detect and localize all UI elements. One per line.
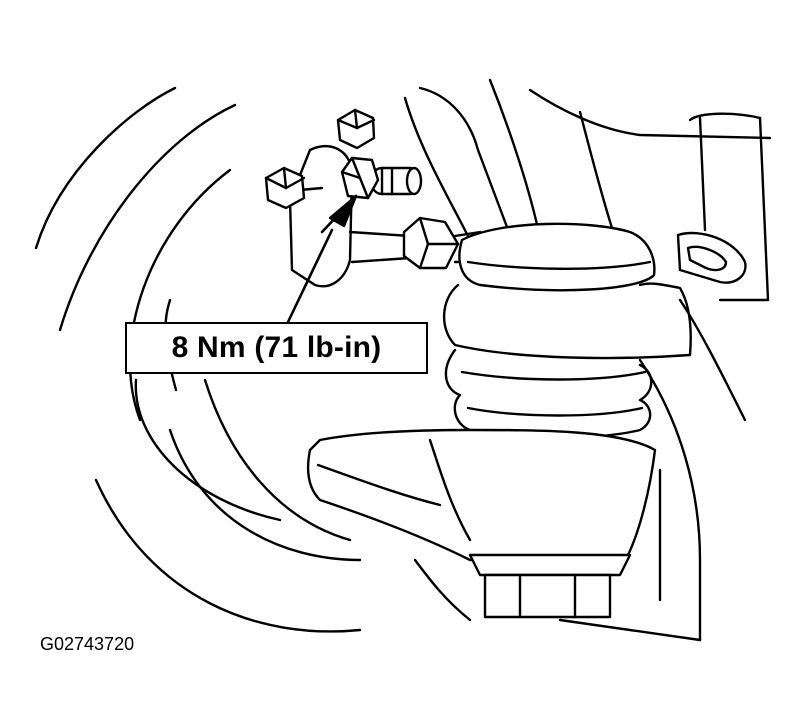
hex-bolt-top xyxy=(336,108,376,150)
wheel-arcs xyxy=(34,86,362,633)
torque-spec-label: 8 Nm (71 lb-in) xyxy=(125,322,428,374)
arrow-icon xyxy=(286,194,358,324)
bottom-nut xyxy=(468,553,632,619)
tie-rod-end-socket xyxy=(442,222,692,360)
knuckle-outline xyxy=(403,78,772,642)
figure-id-label: G02743720 xyxy=(40,634,135,654)
tie-rod-stud xyxy=(340,156,423,200)
hex-bolt-left xyxy=(264,166,306,210)
lower-housing xyxy=(306,428,657,562)
bracket xyxy=(676,231,747,284)
rubber-boot xyxy=(444,348,653,439)
